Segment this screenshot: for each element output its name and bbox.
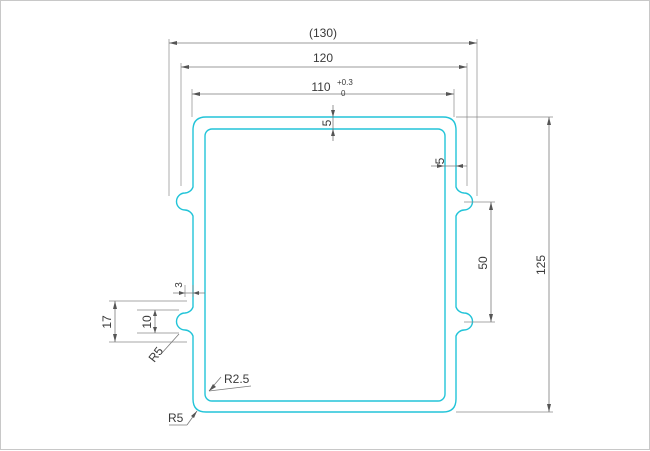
inner-profile (204, 128, 446, 402)
dim-notch-spacing: 50 (476, 256, 490, 270)
dim-notch-width: 10 (140, 315, 154, 329)
extension-lines (109, 39, 553, 413)
dimension-lines (113, 41, 551, 426)
dim-wall-top: 5 (320, 119, 334, 126)
profile-outline (175, 116, 474, 413)
dim-notch-radius: R5 (146, 344, 167, 365)
dim-notch-pitch: 17 (100, 315, 114, 329)
dimension-labels: (130) 120 110 +0.3 0 5 5 125 50 17 10 3 … (100, 26, 548, 425)
dim-height: 125 (534, 255, 548, 275)
dim-wall-right: 5 (433, 157, 447, 164)
outer-profile (175, 116, 474, 413)
dim-tol-upper: +0.3 (337, 78, 353, 87)
dim-tol-lower: 0 (341, 89, 346, 98)
dim-notch-depth: 3 (174, 282, 185, 288)
dim-width-outer: 120 (313, 51, 333, 65)
dim-outer-corner-radius: R5 (168, 411, 184, 425)
dim-inner-corner-radius: R2.5 (224, 372, 250, 386)
dim-width-inner: 110 (311, 80, 330, 94)
dim-overall-width-ref: (130) (309, 26, 337, 40)
